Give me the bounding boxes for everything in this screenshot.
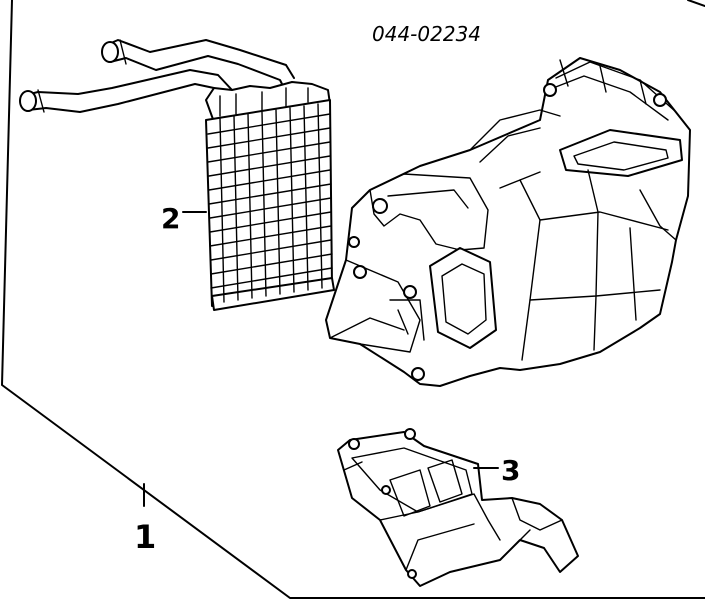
callout-3-label: 3 xyxy=(501,454,520,487)
heater-housing[interactable] xyxy=(325,57,691,387)
lower-duct[interactable] xyxy=(337,428,579,587)
part-number-code: 044-02234 xyxy=(372,22,481,46)
callout-1-label: 1 xyxy=(134,518,156,556)
callout-1: 1 xyxy=(134,483,156,556)
callout-2: 2 xyxy=(161,202,207,235)
callout-2-label: 2 xyxy=(161,202,180,235)
callout-3: 3 xyxy=(473,454,520,487)
heater-core[interactable] xyxy=(19,39,335,311)
